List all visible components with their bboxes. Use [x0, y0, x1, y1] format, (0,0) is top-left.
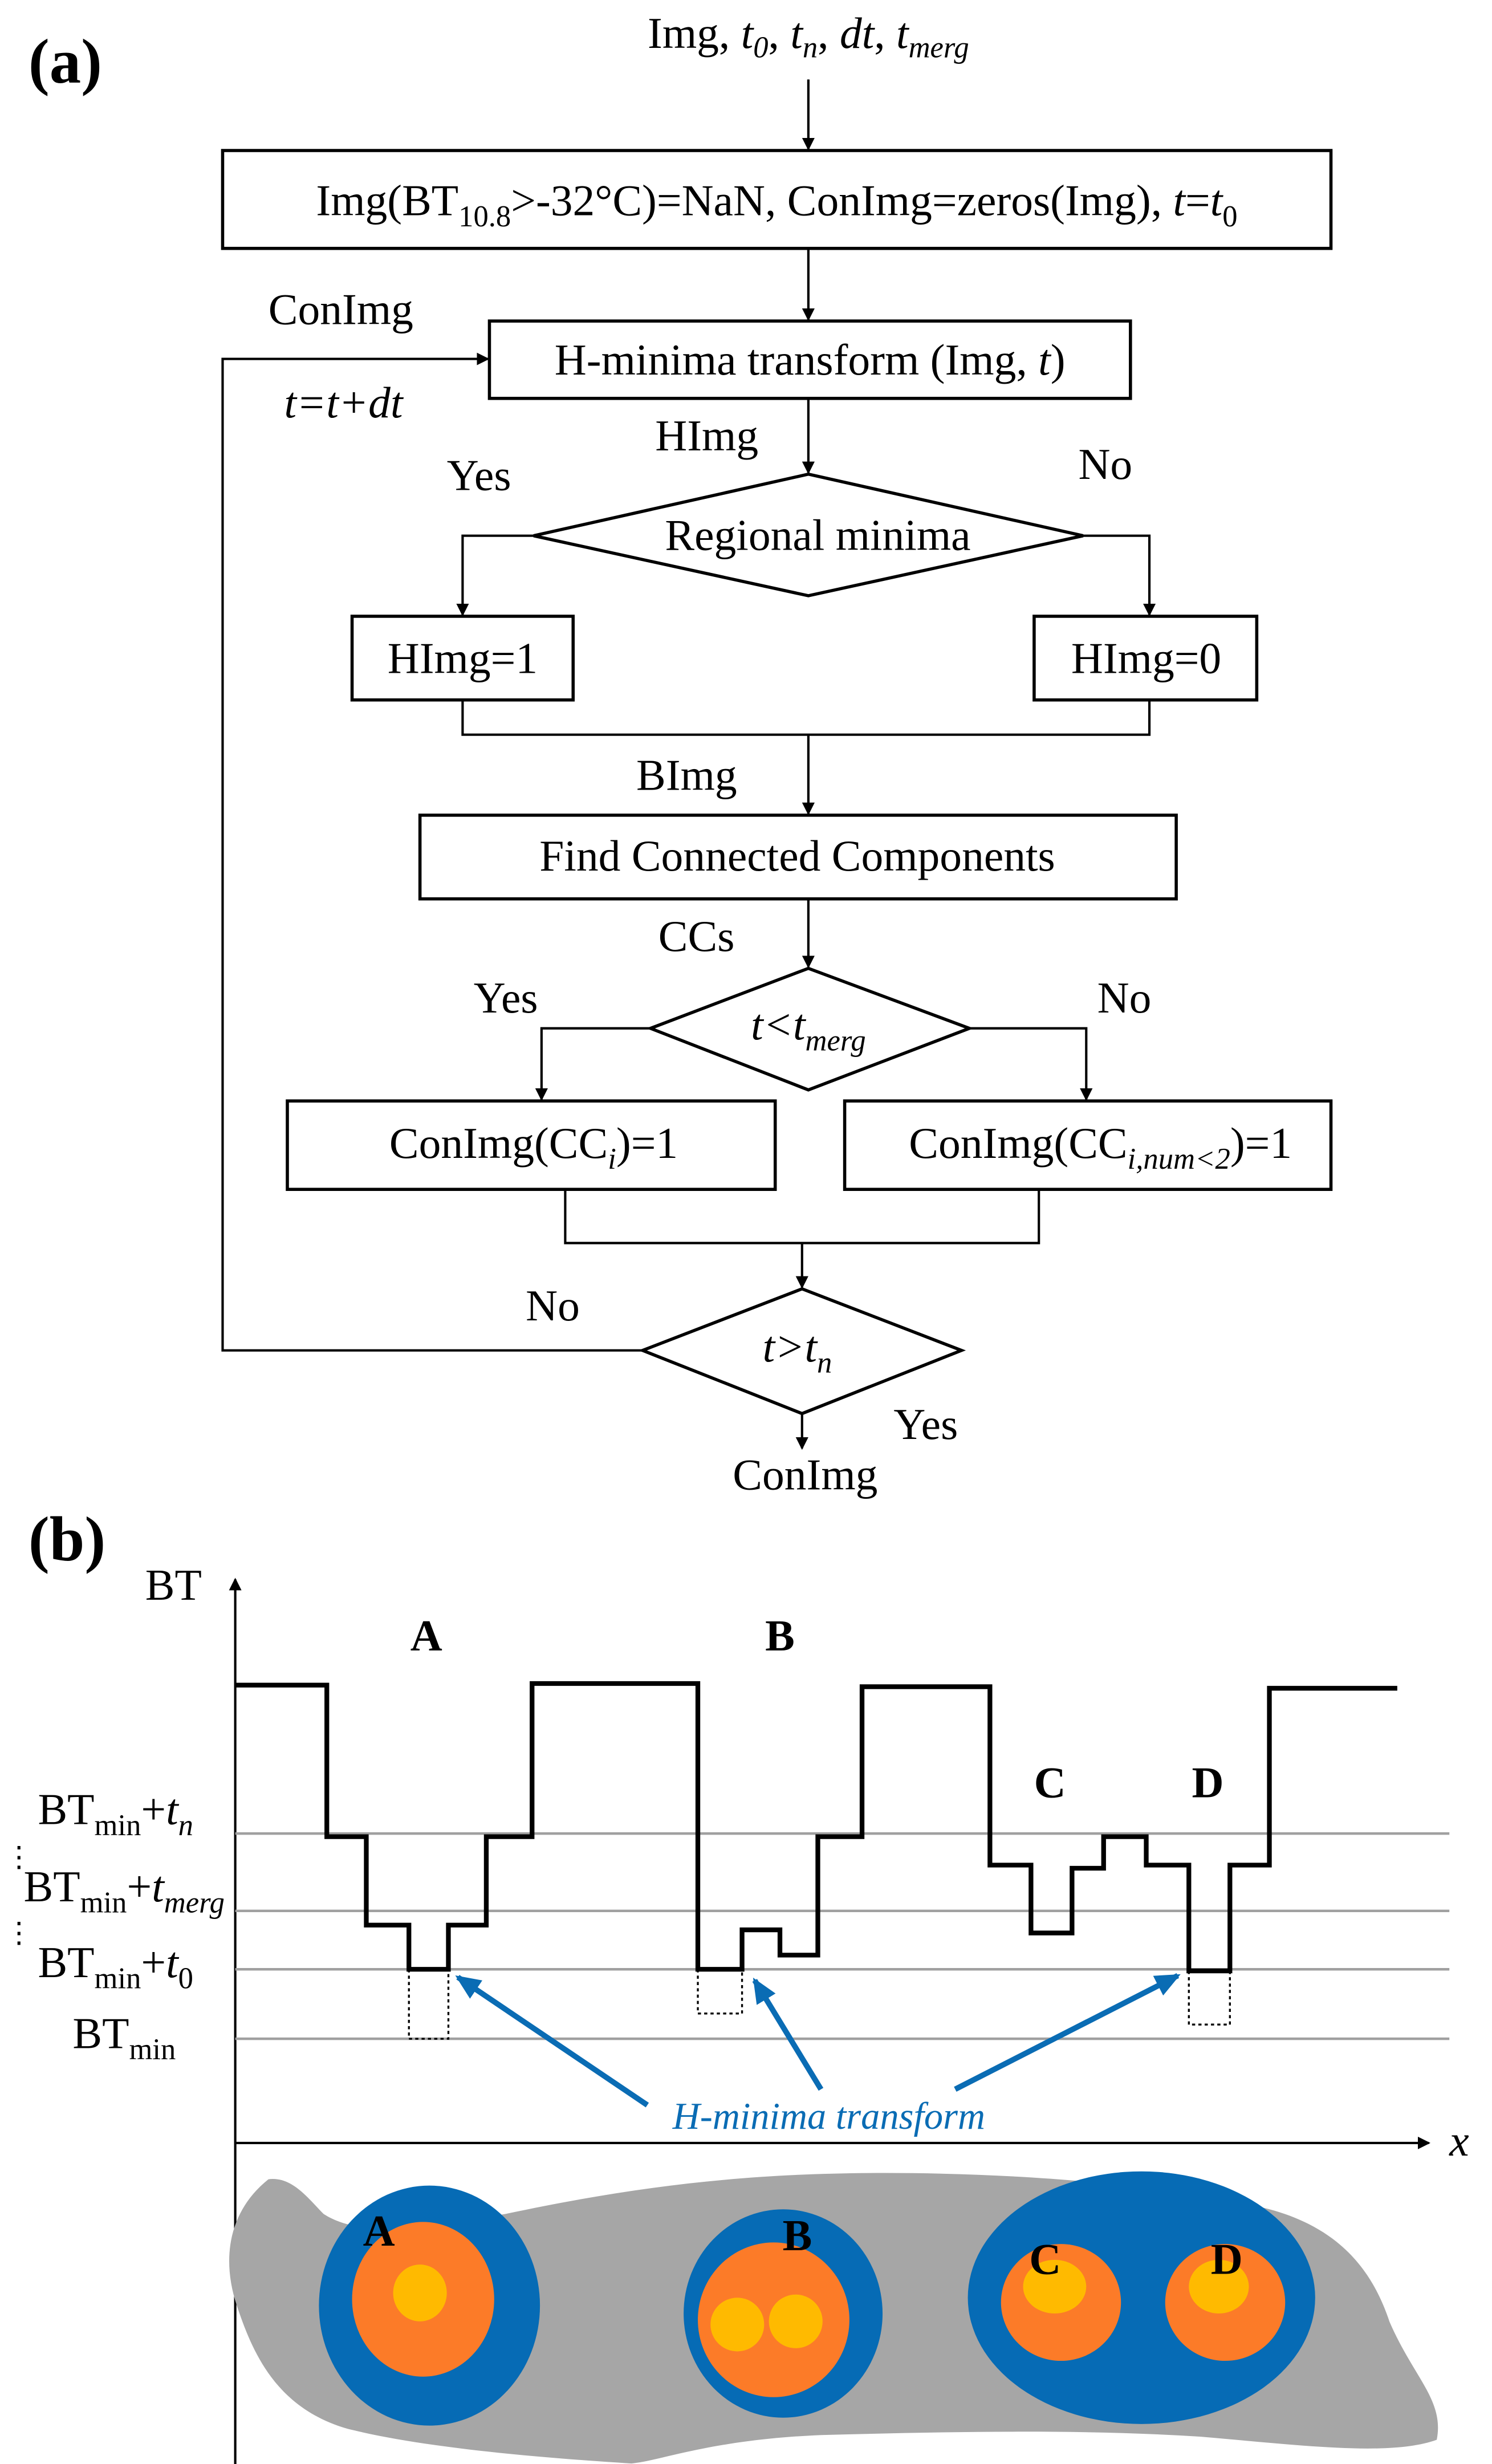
decision3-yes: Yes: [893, 1400, 958, 1449]
map-label-b: B: [783, 2211, 812, 2260]
loop-update: t=t+dt: [284, 378, 404, 427]
map-label-a: A: [363, 2206, 395, 2255]
conimg-right-box: [843, 1099, 1333, 1191]
decision-tn: [638, 1287, 966, 1416]
arrow: [969, 1027, 1093, 1101]
map-label-c: C: [1029, 2235, 1061, 2284]
annotation-arrow: [954, 1973, 1181, 2092]
decision1-text: Regional minima: [665, 511, 970, 560]
himg-label: HImg: [655, 411, 758, 460]
decision1-yes: Yes: [447, 450, 511, 499]
hminima-box: [487, 319, 1132, 400]
level-label-btmin: BTmin: [72, 2009, 176, 2066]
join-line: [461, 700, 1151, 736]
annotation-arrow: [455, 1975, 649, 2108]
level-label-tn: BTmin+tn: [38, 1784, 193, 1841]
loop-line: [221, 352, 643, 1352]
minimum-label-c: C: [1034, 1758, 1066, 1807]
himg0-box: [1032, 615, 1259, 702]
panel-b-label: (b): [29, 1504, 105, 1574]
output-label: ConImg: [733, 1450, 877, 1499]
y-axis-label: BT: [145, 1560, 202, 1609]
cc-box: [418, 814, 1178, 901]
ccs-label: CCs: [658, 912, 735, 961]
annotation-text: H-minima transform: [672, 2096, 985, 2137]
inputs-text: Img, t0, tn, dt, tmerg: [648, 9, 969, 64]
himg1-text: HImg=1: [388, 634, 538, 683]
decision3-text: t>tn: [763, 1322, 832, 1379]
cloud-c-core: [1023, 2259, 1087, 2313]
himg0-text: HImg=0: [1071, 634, 1221, 683]
bimg-label: BImg: [636, 751, 737, 800]
hminima-removed-b: [697, 1969, 743, 2015]
bt-profile: [235, 1681, 1397, 1974]
hminima-text: H-minima transform (Img, t): [555, 335, 1066, 384]
decision2-text: t<tmerg: [751, 1000, 866, 1057]
ellipsis-dots: ⋮: [5, 1841, 33, 1873]
minimum-label-d: D: [1192, 1758, 1224, 1807]
loop-label: ConImg: [269, 285, 413, 334]
join-line: [564, 1189, 1040, 1245]
hminima-removed-d: [1188, 1971, 1231, 2026]
arrow: [456, 534, 534, 616]
ellipsis-dots: ⋮: [5, 1917, 33, 1949]
panel-a-label: (a): [29, 26, 102, 96]
cloud-a-core: [393, 2264, 447, 2321]
level-label-t0: BTmin+t0: [38, 1938, 193, 1995]
cloud-b-core-2: [769, 2294, 823, 2348]
decision2-yes: Yes: [474, 973, 538, 1022]
level-label-tmerg: BTmin+tmerg: [24, 1862, 225, 1919]
hminima-removed-a: [408, 1969, 450, 2040]
arrow: [535, 1027, 651, 1101]
conimg-right-text: ConImg(CCi,num<2)=1: [909, 1119, 1292, 1176]
init-box: [221, 149, 1333, 250]
decision1-no: No: [1078, 440, 1132, 489]
cc-text: Find Connected Components: [539, 831, 1055, 880]
cloud-cd-outer: [967, 2171, 1315, 2424]
cloud-d-core: [1189, 2259, 1249, 2313]
conimg-left-text: ConImg(CCi)=1: [389, 1119, 678, 1176]
minimum-label-a: A: [410, 1611, 442, 1660]
decision2-no: No: [1097, 973, 1152, 1022]
map-label-d: D: [1211, 2235, 1243, 2284]
x-axis-label: x: [1449, 2116, 1469, 2165]
decision3-no: No: [526, 1281, 580, 1330]
himg1-box: [350, 615, 575, 702]
cloud-b-core-1: [710, 2298, 765, 2352]
annotation-arrow: [752, 1977, 824, 2091]
minimum-label-b: B: [765, 1611, 795, 1660]
init-text: Img(BT10.8>-32°C)=NaN, ConImg=zeros(Img)…: [316, 176, 1237, 233]
conimg-left-box: [286, 1099, 777, 1191]
arrow: [1083, 534, 1156, 616]
